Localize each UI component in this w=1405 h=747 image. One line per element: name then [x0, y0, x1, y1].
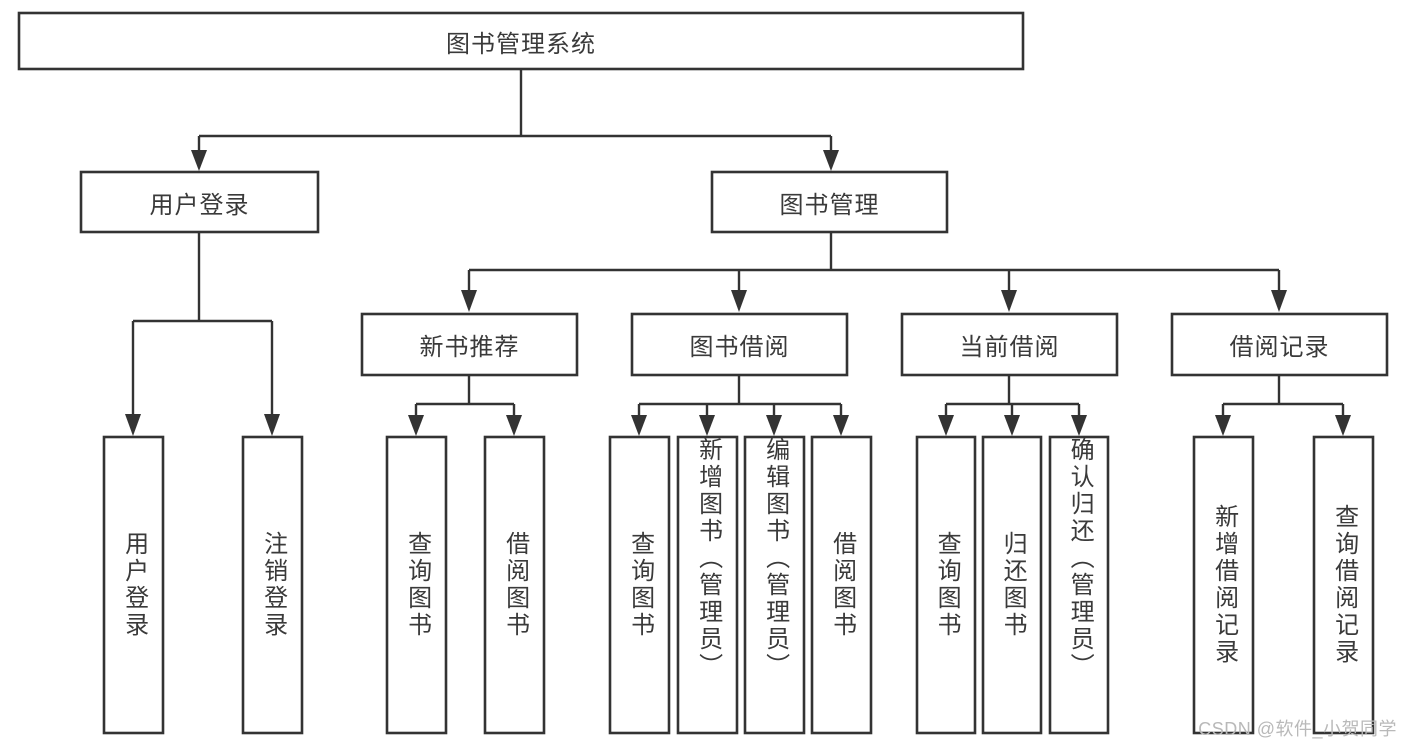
arrow-head-leaf-add-book [699, 415, 715, 436]
edge-group-new-book-recommend [408, 375, 522, 436]
node-box-leaf-query-record[interactable] [1312, 435, 1375, 735]
edge-group-book-borrow [631, 375, 849, 436]
node-box-leaf-confirm-return[interactable] [1048, 435, 1110, 735]
arrow-head-leaf-borrow-book-1 [506, 415, 522, 436]
arrow-head-leaf-query-book-3 [938, 415, 954, 436]
node-box-leaf-query-book-2[interactable] [608, 435, 671, 735]
arrow-head-book-mgmt [823, 150, 839, 171]
arrow-head-leaf-query-book-2 [631, 415, 647, 436]
arrow-head-new-book-recommend [461, 290, 477, 312]
node-box-leaf-user-login[interactable] [102, 435, 165, 735]
arrow-head-leaf-edit-book [766, 415, 782, 436]
node-box-book-borrow[interactable] [630, 312, 849, 377]
node-box-book-management[interactable] [710, 170, 949, 234]
arrow-head-leaf-return-book [1004, 415, 1020, 436]
arrow-head-leaf-borrow-book-2 [833, 415, 849, 436]
node-box-leaf-query-book-3[interactable] [915, 435, 977, 735]
node-box-leaf-logout[interactable] [241, 435, 304, 735]
node-box-leaf-borrow-book-2[interactable] [810, 435, 873, 735]
arrow-head-user-login [191, 150, 207, 171]
arrow-head-current-borrow [1001, 290, 1017, 312]
arrow-head-leaf-confirm-return [1071, 415, 1087, 436]
arrow-head-borrow-record [1271, 290, 1287, 312]
edge-group-user-login [125, 232, 280, 436]
node-box-new-book-recommend[interactable] [360, 312, 579, 377]
node-box-leaf-return-book[interactable] [981, 435, 1043, 735]
arrow-head-leaf-user-login [125, 414, 141, 436]
arrow-head-leaf-add-record [1215, 415, 1231, 436]
arrow-head-book-borrow [731, 290, 747, 312]
node-box-leaf-query-book-1[interactable] [385, 435, 448, 735]
node-box-leaf-add-record[interactable] [1192, 435, 1255, 735]
node-box-borrow-record[interactable] [1170, 312, 1389, 377]
node-box-root[interactable] [17, 11, 1025, 71]
node-box-leaf-add-book[interactable] [676, 435, 739, 735]
edge-group-current-borrow [938, 375, 1087, 436]
arrow-head-leaf-query-book-1 [408, 415, 424, 436]
edge-group-book-mgmt [461, 232, 1287, 312]
arrow-head-leaf-query-record [1335, 415, 1351, 436]
edge-group-borrow-record [1215, 375, 1351, 436]
edge-group-root [191, 69, 839, 171]
arrow-head-leaf-logout [264, 414, 280, 436]
node-box-user-login[interactable] [79, 170, 320, 234]
node-box-current-borrow[interactable] [900, 312, 1119, 377]
node-box-leaf-borrow-book-1[interactable] [483, 435, 546, 735]
node-box-leaf-edit-book[interactable] [743, 435, 806, 735]
